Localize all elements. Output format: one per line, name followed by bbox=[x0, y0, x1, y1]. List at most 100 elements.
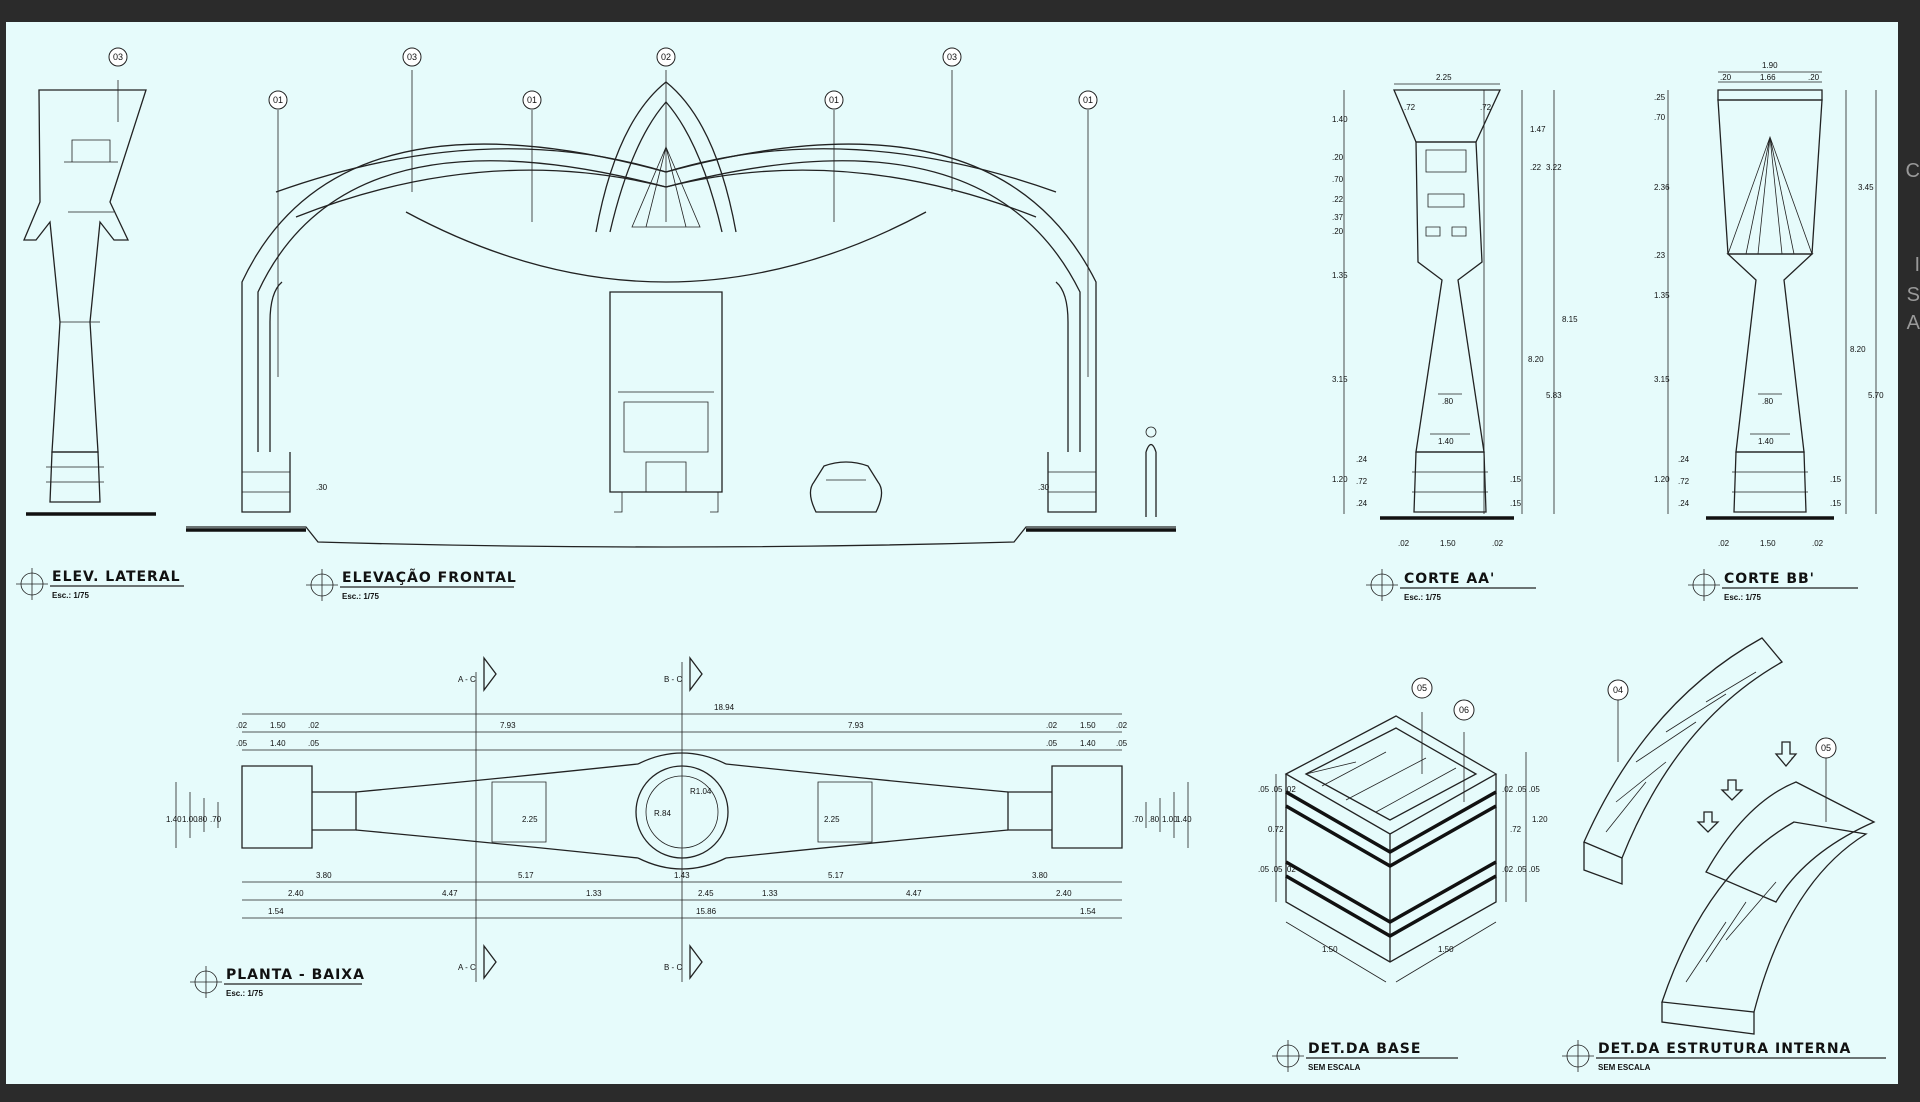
dim-planta-r2-c: .05 bbox=[308, 739, 320, 748]
dim-planta-right-3: 1.00 bbox=[1162, 815, 1178, 824]
dim-planta-b3-a: 1.54 bbox=[268, 907, 284, 916]
dim-bb-v6: 3.15 bbox=[1654, 375, 1670, 384]
svg-text:01: 01 bbox=[829, 95, 839, 105]
dim-planta-b3-b: 15.86 bbox=[696, 907, 717, 916]
dim-aa-w2: 1.40 bbox=[1438, 437, 1454, 446]
det-estrutura-title: DET.DA ESTRUTURA INTERNA bbox=[1598, 1041, 1851, 1057]
tag-03-b: 03 bbox=[942, 47, 962, 67]
dim-planta-r2-f: .05 bbox=[1116, 739, 1128, 748]
dim-aa-v1: 1.40 bbox=[1332, 115, 1348, 124]
tag-01-a: 01 bbox=[268, 90, 288, 110]
det-estrutura-drawing bbox=[1583, 637, 1876, 1035]
corte-aa-drawing bbox=[1343, 83, 1555, 520]
dim-aa-v11: .72 bbox=[1356, 477, 1368, 486]
dim-planta-h-left: 2.25 bbox=[522, 815, 538, 824]
dim-planta-left-3: .80 bbox=[196, 815, 208, 824]
dim-aa-r6: 8.20 bbox=[1528, 355, 1544, 364]
dim-base-s2: .05 .05 .02 bbox=[1258, 865, 1296, 874]
tag-05-estrutura: 05 bbox=[1815, 737, 1837, 759]
dim-aa-w1: .80 bbox=[1442, 397, 1454, 406]
edge-text-c: A bbox=[1906, 312, 1920, 334]
corte-bb-drawing bbox=[1667, 71, 1877, 520]
det-base-title: DET.DA BASE bbox=[1308, 1041, 1421, 1057]
section-label-b-top: B - C bbox=[664, 675, 682, 684]
dim-planta-b2-d: 2.45 bbox=[698, 889, 714, 898]
dim-aa-r8: 8.15 bbox=[1562, 315, 1578, 324]
tag-01-d: 01 bbox=[1078, 90, 1098, 110]
dim-aa-v10: .24 bbox=[1356, 455, 1368, 464]
dim-planta-b3-c: 1.54 bbox=[1080, 907, 1096, 916]
svg-text:06: 06 bbox=[1459, 705, 1469, 715]
dim-planta-r1-f: .02 bbox=[1046, 721, 1058, 730]
svg-text:01: 01 bbox=[1083, 95, 1093, 105]
tag-01-b: 01 bbox=[522, 90, 542, 110]
elevacao-frontal-drawing bbox=[186, 70, 1176, 548]
dim-planta-b1-d: 5.17 bbox=[828, 871, 844, 880]
svg-text:01: 01 bbox=[527, 95, 537, 105]
dim-planta-r1-d: 7.93 bbox=[500, 721, 516, 730]
tag-02: 02 bbox=[656, 47, 676, 67]
drawing-sheet: 03 ELEV. LATERAL Esc.: 1/75 bbox=[6, 22, 1898, 1084]
dim-planta-b2-e: 1.33 bbox=[762, 889, 778, 898]
svg-text:04: 04 bbox=[1613, 685, 1623, 695]
dim-aa-top: 2.25 bbox=[1436, 73, 1452, 82]
svg-text:05: 05 bbox=[1821, 743, 1831, 753]
dim-bb-top: 1.90 bbox=[1762, 61, 1778, 70]
dim-bb-t1: .20 bbox=[1720, 73, 1732, 82]
elevacao-frontal-label: ELEVAÇÃO FRONTAL Esc.: 1/75 bbox=[306, 569, 516, 601]
corte-bb-label: CORTE BB' Esc.: 1/75 bbox=[1688, 569, 1858, 602]
dim-planta-r1-e: 7.93 bbox=[848, 721, 864, 730]
dim-aa-v2: .20 bbox=[1332, 153, 1344, 162]
planta-baixa-scale: Esc.: 1/75 bbox=[226, 989, 263, 998]
dim-aa-v12: .24 bbox=[1356, 499, 1368, 508]
technical-drawing-canvas: 03 ELEV. LATERAL Esc.: 1/75 bbox=[16, 47, 1886, 1072]
dim-aa-r3: 3.22 bbox=[1546, 163, 1562, 172]
tag-06-base: 06 bbox=[1453, 699, 1475, 721]
corte-aa-title: CORTE AA' bbox=[1404, 571, 1495, 587]
dim-planta-b1-a: 3.80 bbox=[316, 871, 332, 880]
dim-planta-b2-c: 1.33 bbox=[586, 889, 602, 898]
dim-bb-r5: .15 bbox=[1830, 499, 1842, 508]
dim-bb-base-r: .02 bbox=[1812, 539, 1824, 548]
dim-planta-b2-g: 2.40 bbox=[1056, 889, 1072, 898]
dim-bb-v3: 2.36 bbox=[1654, 183, 1670, 192]
dim-bb-t3: .20 bbox=[1808, 73, 1820, 82]
elev-lateral-scale: Esc.: 1/75 bbox=[52, 591, 89, 600]
dim-bb-v7: 1.20 bbox=[1654, 475, 1670, 484]
dim-bb-w2: 1.40 bbox=[1758, 437, 1774, 446]
section-label-a-bottom: A - C bbox=[458, 963, 476, 972]
elevacao-frontal-scale: Esc.: 1/75 bbox=[342, 592, 379, 601]
dim-bb-base-l: .02 bbox=[1718, 539, 1730, 548]
dim-aa-v9: 1.20 bbox=[1332, 475, 1348, 484]
dim-base-h1: 1.20 bbox=[1532, 815, 1548, 824]
dim-base-s4: .02 .05 .05 bbox=[1502, 865, 1540, 874]
dim-bb-v5: 1.35 bbox=[1654, 291, 1670, 300]
edge-text-d: I bbox=[1914, 254, 1920, 276]
dim-planta-r1-g: 1.50 bbox=[1080, 721, 1096, 730]
dim-base-h2: .72 bbox=[1510, 825, 1522, 834]
dim-aa-v3: .70 bbox=[1332, 175, 1344, 184]
dim-bb-base-m: 1.50 bbox=[1760, 539, 1776, 548]
dim-base-s1: .05 .05 .02 bbox=[1258, 785, 1296, 794]
dim-planta-r2-a: .05 bbox=[236, 739, 248, 748]
tag-05-base: 05 bbox=[1411, 677, 1433, 699]
corte-bb-scale: Esc.: 1/75 bbox=[1724, 593, 1761, 602]
dim-aa-v4: .22 bbox=[1332, 195, 1344, 204]
dim-bb-v4: .23 bbox=[1654, 251, 1666, 260]
dim-aa-cap-b: .72 bbox=[1480, 103, 1492, 112]
dim-bb-v9: .72 bbox=[1678, 477, 1690, 486]
dim-planta-h-right: 2.25 bbox=[824, 815, 840, 824]
dim-planta-left-1: 1.40 bbox=[166, 815, 182, 824]
svg-text:03: 03 bbox=[947, 52, 957, 62]
det-base-drawing bbox=[1275, 712, 1527, 983]
dim-bb-r3: 5.70 bbox=[1868, 391, 1884, 400]
dim-planta-b1-e: 3.80 bbox=[1032, 871, 1048, 880]
dim-aa-base-m: 1.50 bbox=[1440, 539, 1456, 548]
dim-planta-b2-f: 4.47 bbox=[906, 889, 922, 898]
dim-base-w2: 1.50 bbox=[1438, 945, 1454, 954]
dim-planta-r2-e: 1.40 bbox=[1080, 739, 1096, 748]
dim-base-w1: 1.50 bbox=[1322, 945, 1338, 954]
det-base-label: DET.DA BASE SEM ESCALA bbox=[1272, 1040, 1458, 1072]
dim-aa-v5: .37 bbox=[1332, 213, 1344, 222]
tag-01-c: 01 bbox=[824, 90, 844, 110]
